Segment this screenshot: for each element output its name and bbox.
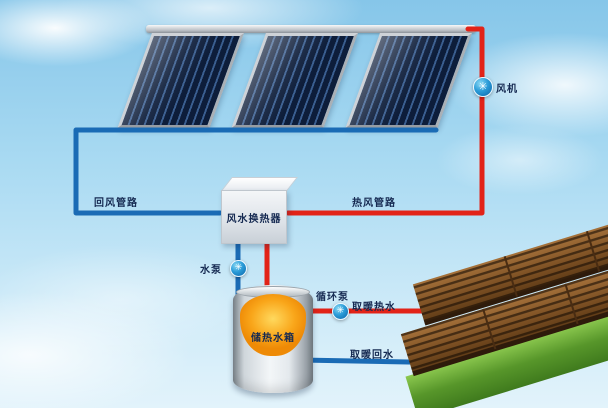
water-pump-icon: ✳ (230, 260, 247, 277)
floor-coil-far (412, 210, 608, 325)
storage-tank-label: 储热水箱 (251, 333, 295, 344)
heating-supply-label: 取暖热水 (352, 302, 396, 313)
fan-icon: ✳ (473, 77, 493, 97)
return-air-pipe-label: 回风管路 (94, 198, 138, 209)
hot-air-pipe-label: 热风管路 (352, 198, 396, 209)
circulation-pump-label: 循环泵 (316, 292, 349, 303)
collector-top-rail (146, 25, 476, 33)
floor-coil-near (400, 259, 608, 375)
circulation-pump-icon: ✳ (332, 303, 349, 320)
heat-exchanger-top-face (221, 177, 298, 191)
grass (405, 301, 608, 408)
hot-air-pipe (285, 26, 485, 216)
heat-exchanger-label: 风水换热器 (226, 213, 282, 225)
fan-label: 风机 (496, 84, 518, 95)
floor-heating-section (400, 210, 608, 408)
storage-tank: 储热水箱 (233, 285, 313, 393)
water-pump-label: 水泵 (200, 265, 222, 276)
heat-exchanger: 风水换热器 (221, 190, 287, 244)
tank-hot-water (240, 294, 306, 356)
heating-return-label: 取暖回水 (350, 350, 394, 361)
return-air-pipe (73, 127, 439, 216)
